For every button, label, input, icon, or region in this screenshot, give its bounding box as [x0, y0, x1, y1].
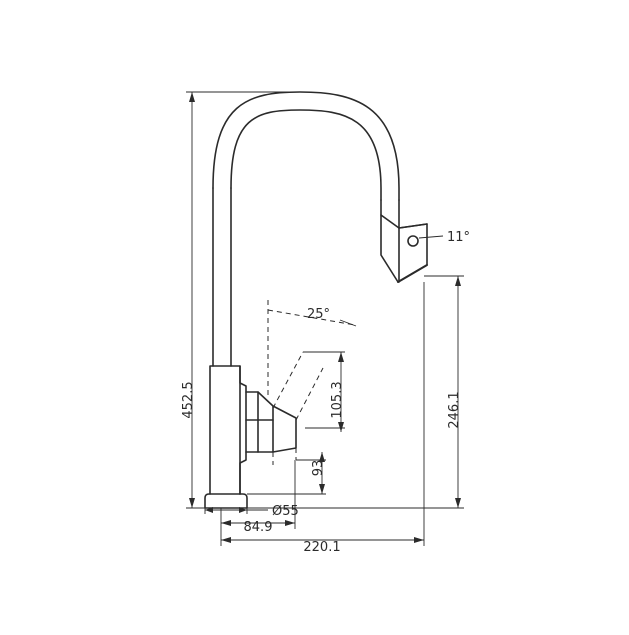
- faucet-outline: [204, 91, 428, 509]
- dimension-label-handle-angle: 25°: [307, 307, 330, 322]
- arrow-d55-right: [239, 507, 247, 513]
- construction-lines: [267, 300, 356, 465]
- arrow-246-top: [455, 276, 461, 286]
- dimension-label-base-diameter: Ø55: [272, 504, 299, 519]
- gooseneck-inner: [230, 109, 382, 201]
- faucet-column: [209, 365, 241, 495]
- arrow-246-bottom: [455, 498, 461, 508]
- dimension-label-outlet-height: 246.1: [447, 391, 462, 428]
- dimension-label-spout-offset: 84.9: [244, 520, 273, 535]
- arrow-452-bottom: [189, 498, 195, 508]
- arrow-849-right: [285, 520, 295, 526]
- dimension-label-outlet-angle: 11°: [447, 230, 470, 245]
- dimension-label-handle-open-length: 105.3: [330, 381, 345, 418]
- handle-raised-ghost-right: [295, 367, 324, 421]
- angle-ray: [267, 309, 356, 326]
- sprayhead-top-edge: [398, 223, 428, 229]
- sprayhead-outlet-face: [397, 264, 428, 283]
- dimension-label-handle-height: 93: [311, 460, 326, 477]
- arrow-d55-left: [205, 507, 213, 513]
- dimension-lines: [186, 91, 464, 546]
- arrow-849-left: [221, 520, 231, 526]
- arrow-220-right: [414, 537, 424, 543]
- arrow-220-left: [221, 537, 231, 543]
- handle-lever-closed: [272, 405, 297, 453]
- gooseneck-outer: [212, 91, 400, 201]
- leader-25deg: [339, 319, 357, 327]
- handle-closed: [245, 391, 274, 453]
- arrow-93-bottom: [319, 484, 325, 494]
- base-escutcheon: [204, 493, 248, 509]
- dimension-arrows: [189, 92, 461, 543]
- leader-11deg: [418, 235, 444, 239]
- arrow-452-top: [189, 92, 195, 102]
- arrow-93-top: [319, 452, 325, 462]
- dimension-label-height-total: 452.5: [181, 381, 196, 418]
- arrow-1053-bottom: [338, 422, 344, 432]
- valve-body-right: [239, 365, 247, 495]
- dimension-label-reach-total: 220.1: [303, 540, 340, 555]
- sprayhead-button: [407, 235, 419, 247]
- handle-raised-ghost-left: [272, 351, 304, 409]
- arrow-1053-top: [338, 352, 344, 362]
